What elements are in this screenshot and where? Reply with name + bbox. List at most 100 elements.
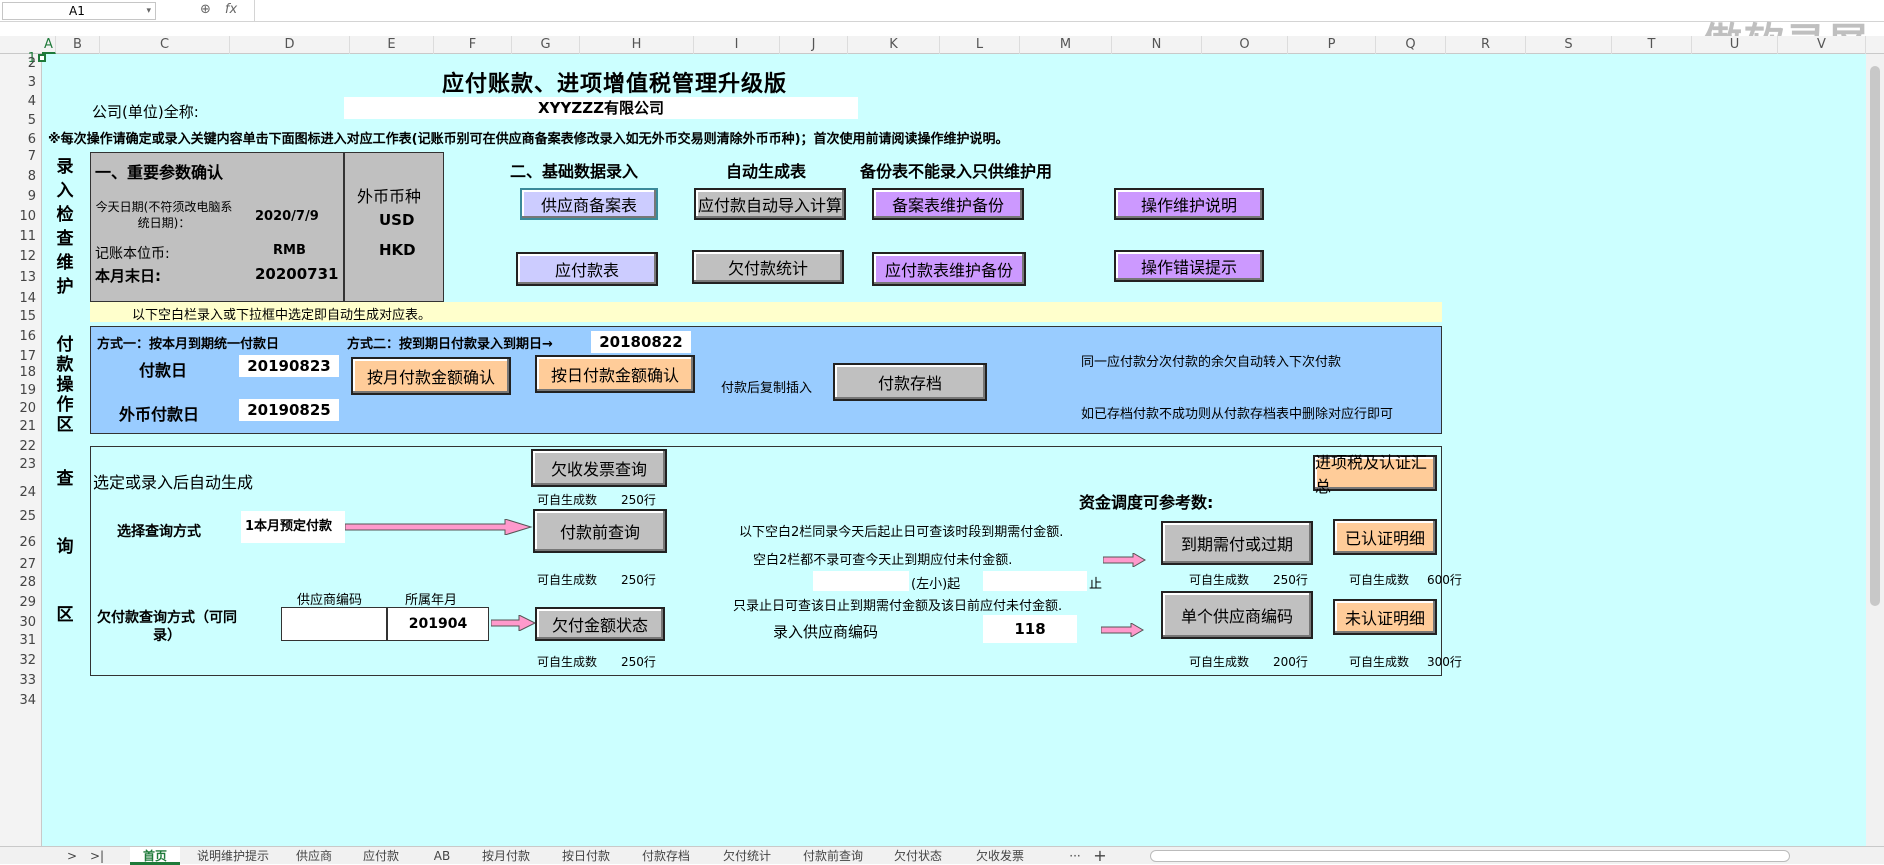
- row-header-13[interactable]: 13: [19, 270, 36, 285]
- column-header-O[interactable]: O: [1202, 36, 1288, 54]
- sheet-tab[interactable]: 按月付款: [481, 849, 530, 863]
- row-header-34[interactable]: 34: [19, 693, 36, 708]
- row-header-27[interactable]: 27: [19, 557, 36, 572]
- sheet-tab[interactable]: 欠付统计: [722, 849, 771, 863]
- sheet-tab[interactable]: 首页: [130, 847, 180, 865]
- pay-date-field[interactable]: 20190823: [239, 355, 339, 377]
- column-header-V[interactable]: V: [1778, 36, 1866, 54]
- tax-summary-button[interactable]: 进项税及认证汇总: [1313, 453, 1437, 496]
- payables-backup-button[interactable]: 应付款表维护备份: [872, 252, 1026, 286]
- sheet-tab[interactable]: 供应商: [295, 849, 332, 863]
- column-header-N[interactable]: N: [1112, 36, 1202, 54]
- error-tips-button[interactable]: 操作错误提示: [1114, 250, 1264, 282]
- tab-nav-last[interactable]: >|: [89, 849, 105, 863]
- supplier-code-input[interactable]: [281, 607, 387, 641]
- row-header-18[interactable]: 18: [19, 365, 36, 380]
- row-header-11[interactable]: 11: [19, 229, 36, 244]
- certified-detail-button[interactable]: 已认证明细: [1333, 519, 1437, 555]
- arrears-status-button[interactable]: 欠付金额状态: [535, 607, 665, 641]
- single-supplier-button[interactable]: 单个供应商编码: [1161, 591, 1313, 639]
- arrears-stats-button[interactable]: 欠付款统计: [692, 250, 844, 284]
- row-header-25[interactable]: 25: [19, 509, 36, 524]
- tab-nav-prev[interactable]: >: [66, 849, 78, 863]
- formula-input[interactable]: [254, 0, 1884, 22]
- row-header-8[interactable]: 8: [27, 169, 36, 184]
- column-header-E[interactable]: E: [350, 36, 434, 54]
- add-sheet-button[interactable]: +: [1093, 846, 1107, 865]
- tab-more[interactable]: ···: [1069, 849, 1081, 863]
- column-header-J[interactable]: J: [780, 36, 848, 54]
- zoom-icon[interactable]: ⊕: [200, 2, 211, 17]
- row-header-15[interactable]: 15: [19, 309, 36, 324]
- column-header-D[interactable]: D: [230, 36, 350, 54]
- column-header-K[interactable]: K: [848, 36, 940, 54]
- due-overdue-button[interactable]: 到期需付或过期: [1161, 521, 1313, 565]
- month-input[interactable]: 201904: [387, 607, 489, 641]
- row-header-9[interactable]: 9: [27, 189, 36, 204]
- row-header-14[interactable]: 14: [19, 291, 36, 306]
- company-name-field[interactable]: XYYZZZ有限公司: [344, 97, 858, 119]
- chevron-down-icon[interactable]: ▾: [146, 6, 151, 16]
- selected-cell[interactable]: [38, 54, 46, 62]
- row-header-16[interactable]: 16: [19, 329, 36, 344]
- column-header-G[interactable]: G: [512, 36, 580, 54]
- day-confirm-button[interactable]: 按日付款金额确认: [535, 355, 695, 393]
- sheet-tab[interactable]: 付款存档: [641, 849, 690, 863]
- row-header-23[interactable]: 23: [19, 457, 36, 472]
- column-header-T[interactable]: T: [1612, 36, 1692, 54]
- column-header-A[interactable]: A: [42, 36, 56, 54]
- row-header-29[interactable]: 29: [19, 595, 36, 610]
- uncertified-detail-button[interactable]: 未认证明细: [1333, 599, 1437, 635]
- column-header-M[interactable]: M: [1020, 36, 1112, 54]
- column-header-H[interactable]: H: [580, 36, 694, 54]
- name-box[interactable]: A1▾: [2, 2, 156, 20]
- column-header-C[interactable]: C: [100, 36, 230, 54]
- row-header-5[interactable]: 5: [27, 113, 36, 128]
- sheet-tab[interactable]: 付款前查询: [802, 849, 863, 863]
- row-header-26[interactable]: 26: [19, 535, 36, 550]
- sheet-tab[interactable]: 说明维护提示: [196, 849, 269, 863]
- horizontal-scrollbar[interactable]: [1150, 850, 1790, 862]
- payables-button[interactable]: 应付款表: [516, 252, 658, 286]
- mode2-date-field[interactable]: 20180822: [591, 331, 691, 353]
- sheet-tab[interactable]: 按日付款: [561, 849, 610, 863]
- row-header-20[interactable]: 20: [19, 401, 36, 416]
- column-header-S[interactable]: S: [1526, 36, 1612, 54]
- row-header-32[interactable]: 32: [19, 653, 36, 668]
- row-header-28[interactable]: 28: [19, 575, 36, 590]
- row-header-22[interactable]: 22: [19, 439, 36, 454]
- row-header-4[interactable]: 4: [27, 94, 36, 109]
- month-confirm-button[interactable]: 按月付款金额确认: [351, 357, 511, 395]
- supplier-code-field[interactable]: 118: [983, 615, 1077, 643]
- row-header-10[interactable]: 10: [19, 209, 36, 224]
- sheet-area[interactable]: 应付账款、进项增值税管理升级版 公司(单位)全称: XYYZZZ有限公司 ※每次…: [38, 54, 1866, 846]
- end-date-input[interactable]: [983, 571, 1087, 591]
- row-header-2[interactable]: 2: [27, 56, 36, 71]
- supplier-record-button[interactable]: 供应商备案表: [520, 188, 658, 220]
- row-header-31[interactable]: 31: [19, 633, 36, 648]
- sheet-tab[interactable]: 欠付状态: [893, 849, 942, 863]
- prepay-query-button[interactable]: 付款前查询: [533, 509, 667, 553]
- row-header-21[interactable]: 21: [19, 419, 36, 434]
- query-method-select[interactable]: 1本月预定付款: [241, 511, 345, 543]
- fx-icon[interactable]: fx: [224, 2, 238, 17]
- row-header-1[interactable]: 1: [27, 51, 36, 66]
- row-header-24[interactable]: 24: [19, 485, 36, 500]
- start-date-input[interactable]: [813, 571, 909, 591]
- scroll-thumb[interactable]: [1870, 66, 1880, 606]
- vertical-scrollbar[interactable]: [1866, 54, 1884, 846]
- sheet-tab[interactable]: 应付款: [362, 849, 399, 863]
- column-header-U[interactable]: U: [1692, 36, 1778, 54]
- archive-button[interactable]: 付款存档: [833, 363, 987, 401]
- row-header-33[interactable]: 33: [19, 673, 36, 688]
- column-header-B[interactable]: B: [56, 36, 100, 54]
- record-backup-button[interactable]: 备案表维护备份: [872, 188, 1024, 220]
- op-guide-button[interactable]: 操作维护说明: [1114, 188, 1264, 220]
- row-header-7[interactable]: 7: [27, 149, 36, 164]
- sheet-tab[interactable]: AB: [433, 849, 451, 863]
- row-header-17[interactable]: 17: [19, 349, 36, 364]
- row-header-12[interactable]: 12: [19, 249, 36, 264]
- column-header-I[interactable]: I: [694, 36, 780, 54]
- column-header-L[interactable]: L: [940, 36, 1020, 54]
- column-header-F[interactable]: F: [434, 36, 512, 54]
